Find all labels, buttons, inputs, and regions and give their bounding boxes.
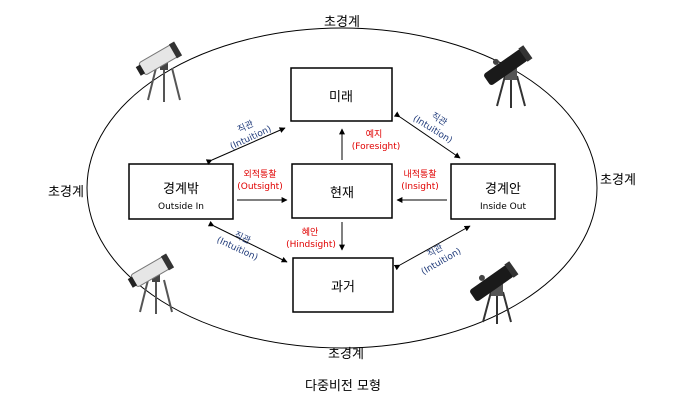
label-foresight-ko: 예지	[366, 129, 383, 140]
boundary-ellipse	[86, 27, 598, 349]
label-foresight-en: (Foresight)	[352, 142, 401, 152]
box-outside: 경계밖 Outside In	[128, 163, 234, 220]
outer-label-top: 초경계	[324, 15, 360, 30]
box-past-label: 과거	[331, 280, 355, 295]
label-hindsight: 혜안 (Hindsight)	[286, 226, 336, 250]
label-foresight: 예지 (Foresight)	[352, 129, 401, 152]
box-inside-sublabel: Inside Out	[480, 202, 526, 212]
arrow-past-inside	[393, 225, 471, 271]
label-hindsight-en: (Hindsight)	[286, 240, 336, 250]
box-outside-label: 경계밖	[163, 182, 199, 197]
arrow-outside-past	[207, 220, 288, 263]
label-outsight-ko: 외적통찰	[243, 168, 276, 180]
box-past: 과거	[292, 257, 394, 313]
label-insight: 내적통찰 (Insight)	[401, 168, 439, 192]
box-inside: 경계안 Inside Out	[450, 163, 556, 220]
box-future: 미래	[290, 67, 393, 122]
telescope-icon-top-right	[478, 40, 534, 109]
label-intuition-top-right: 직관 (Intuition)	[411, 110, 454, 146]
label-insight-en: (Insight)	[401, 182, 439, 192]
label-outsight: 외적통찰 (Outsight)	[237, 168, 282, 192]
arrow-future-inside	[393, 111, 461, 159]
telescope-icon-bottom-left	[125, 252, 176, 315]
telescope-icon-bottom-right	[464, 256, 520, 325]
label-insight-ko: 내적통찰	[403, 168, 436, 180]
telescope-icon-top-left	[133, 40, 184, 103]
outer-label-bottom: 초경계	[328, 347, 364, 362]
outer-label-left: 초경계	[48, 185, 84, 200]
label-intuition-top-left: 직관 (Intuition)	[229, 119, 273, 153]
figure-caption: 다중비전 모형	[305, 379, 381, 394]
box-present-label: 현재	[330, 186, 354, 201]
label-intuition-bottom-right: 직관 (Intuition)	[420, 242, 463, 277]
box-future-label: 미래	[329, 90, 353, 105]
box-inside-label: 경계안	[485, 182, 521, 197]
label-outsight-en: (Outsight)	[237, 182, 282, 192]
box-outside-sublabel: Outside In	[158, 202, 204, 212]
label-hindsight-ko: 혜안	[302, 226, 319, 238]
outer-label-right: 초경계	[600, 173, 636, 188]
arrow-outside-future	[205, 127, 286, 165]
box-present: 현재	[291, 163, 393, 219]
